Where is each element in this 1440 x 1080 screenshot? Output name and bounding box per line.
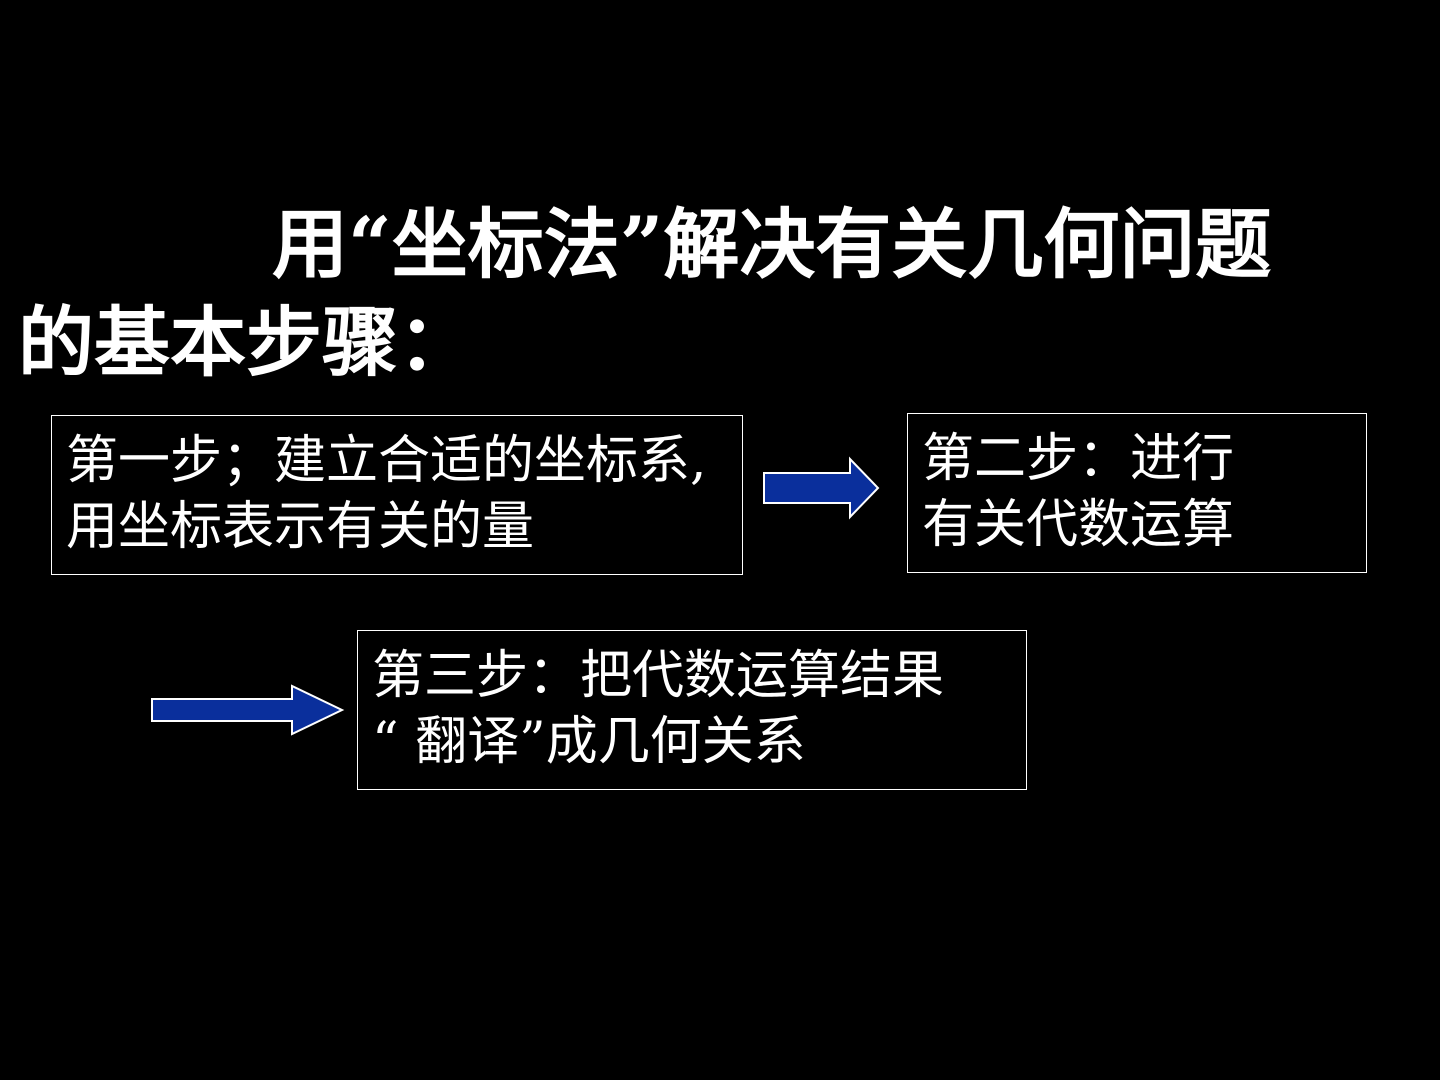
step-3-box: 第三步：把代数运算结果 “ 翻译”成几何关系 bbox=[357, 630, 1027, 790]
step-2-line-1: 第二步：进行 bbox=[922, 429, 1235, 489]
arrow-2-shape bbox=[151, 684, 345, 736]
step-1-line-1: 第一步；建立合适的坐标系, bbox=[66, 431, 707, 491]
arrow-1-shape bbox=[763, 456, 880, 520]
step-2-line-2: 有关代数运算 bbox=[922, 495, 1235, 555]
right-arrow-icon bbox=[763, 456, 880, 520]
right-arrow-icon bbox=[151, 684, 345, 736]
step-3-line-1: 第三步：把代数运算结果 bbox=[372, 646, 945, 706]
slide-title-line-2: 的基本步骤： bbox=[18, 298, 474, 387]
step-3-line-2: “ 翻译”成几何关系 bbox=[372, 712, 806, 772]
step-2-box: 第二步：进行 有关代数运算 bbox=[907, 413, 1367, 573]
slide-title-line-1: 用“坐标法”解决有关几何问题 bbox=[272, 200, 1272, 289]
step-1-box: 第一步；建立合适的坐标系, 用坐标表示有关的量 bbox=[51, 415, 743, 575]
step-1-line-2: 用坐标表示有关的量 bbox=[66, 497, 535, 557]
